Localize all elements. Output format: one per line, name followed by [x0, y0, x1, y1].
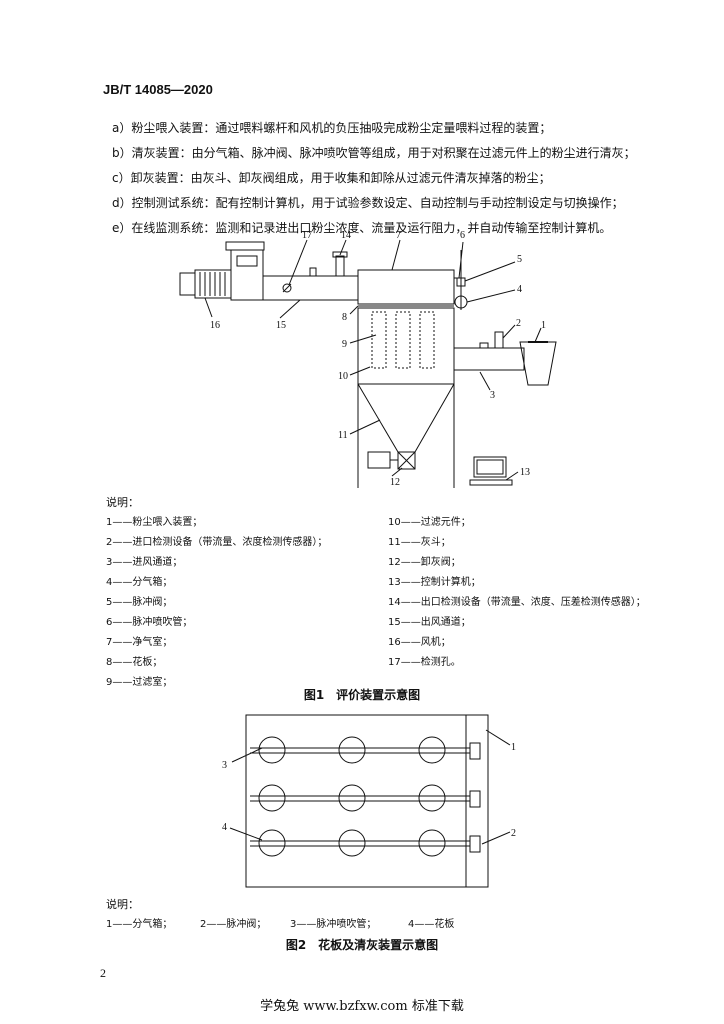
legend-item: 17——检测孔。 — [388, 657, 461, 668]
dust-feeder — [519, 341, 557, 386]
figure2-legend-title: 说明： — [106, 898, 139, 911]
pulse-valve — [469, 835, 481, 853]
valve-motor — [367, 451, 391, 469]
paragraph-b: b）清灰装置：由分气箱、脉冲阀、脉冲喷吹管等组成，用于对积聚在过滤元件上的粉尘进… — [112, 146, 636, 160]
legend-item: 5——脉冲阀； — [106, 597, 173, 608]
callout-7: 7 — [396, 230, 401, 241]
callout-2: 2 — [516, 318, 521, 329]
filter-hole — [338, 736, 366, 764]
page-number: 2 — [100, 966, 106, 980]
callout-12: 12 — [390, 477, 400, 488]
fig2-callout-2: 2 — [511, 828, 516, 839]
paragraph-e: e）在线监测系统：监测和记录进出口粉尘浓度、流量及运行阻力，并自动传输至控制计算… — [112, 221, 612, 235]
feeder-body — [230, 249, 264, 301]
filter-hole — [258, 784, 286, 812]
pulse-valve — [469, 790, 481, 808]
callout-4: 4 — [517, 284, 522, 295]
filter-chamber — [357, 307, 455, 385]
legend-item: 11——灰斗； — [388, 537, 451, 548]
feeder-cap — [225, 241, 265, 251]
figure1-legend-title: 说明： — [106, 496, 139, 509]
feeder-window — [236, 255, 258, 267]
inspection-hole — [282, 283, 292, 293]
hopper — [357, 383, 455, 453]
callout-5: 5 — [517, 254, 522, 265]
legend-item: 6——脉冲喷吹管； — [106, 617, 193, 628]
callout-8: 8 — [342, 312, 347, 323]
callout-14: 14 — [341, 230, 351, 241]
figure1-diagram: 17 14 7 6 5 4 2 1 3 8 9 10 11 12 13 15 1… — [179, 230, 557, 488]
standard-number: JB/T 14085—2020 — [103, 82, 213, 97]
filter-element — [419, 311, 435, 369]
pulse-valve — [469, 742, 481, 760]
callout-1: 1 — [541, 320, 546, 331]
figure1-legend-right: 10——过滤元件； 11——灰斗； 12——卸灰阀； 13——控制计算机； 14… — [388, 513, 646, 673]
callout-6: 6 — [460, 230, 465, 241]
filter-hole — [418, 829, 446, 857]
legend-item: 14——出口检测设备（带流量、浓度、压差检测传感器）； — [388, 597, 646, 608]
legend-item: 4——分气箱； — [106, 577, 173, 588]
filter-element — [371, 311, 387, 369]
filter-hole — [258, 829, 286, 857]
callout-10: 10 — [338, 371, 348, 382]
callout-3: 3 — [490, 390, 495, 401]
fig2-legend-item-3: 3——脉冲喷吹管； — [290, 919, 377, 930]
filter-hole — [338, 829, 366, 857]
filter-element — [395, 311, 411, 369]
legend-item: 7——净气室； — [106, 637, 173, 648]
figure1-caption: 图1 评价装置示意图 — [303, 688, 421, 702]
paragraph-d: d）控制测试系统：配有控制计算机，用于试验参数设定、自动控制与手动控制设定与切换… — [112, 196, 624, 210]
legend-item: 1——粉尘喂入装置； — [106, 517, 203, 528]
fig2-legend-item-2: 2——脉冲阀； — [200, 919, 267, 930]
legend-item: 13——控制计算机； — [388, 577, 481, 588]
callout-13: 13 — [520, 467, 530, 478]
fig2-callout-1: 1 — [511, 742, 516, 753]
callout-9: 9 — [342, 339, 347, 350]
callout-11: 11 — [338, 430, 348, 441]
callout-15: 15 — [276, 320, 286, 331]
fig2-callout-4: 4 — [222, 822, 227, 833]
filter-hole — [338, 784, 366, 812]
legend-item: 9——过滤室； — [106, 677, 173, 688]
footer-watermark: 学兔兔 www.bzfxw.com 标准下载 — [260, 999, 464, 1014]
paragraph-c: c）卸灰装置：由灰斗、卸灰阀组成，用于收集和卸除从过滤元件清灰掉落的粉尘； — [112, 171, 551, 185]
fan-motor — [179, 272, 196, 296]
paragraph-a: a）粉尘喂入装置：通过喂料螺杆和风机的负压抽吸完成粉尘定量喂料过程的装置； — [112, 121, 552, 135]
clean-gas-chamber — [357, 269, 455, 305]
control-computer — [473, 456, 507, 478]
filter-hole — [418, 736, 446, 764]
inlet-duct — [453, 347, 525, 371]
legend-item: 3——进风通道； — [106, 557, 183, 568]
outlet-duct — [262, 275, 359, 301]
pulse-valve — [456, 277, 466, 287]
outlet-detector — [335, 255, 345, 277]
legend-item: 2——进口检测设备（带流量、浓度检测传感器）； — [106, 537, 328, 548]
figure1-legend-left: 1——粉尘喂入装置； 2——进口检测设备（带流量、浓度检测传感器）； 3——进风… — [106, 513, 327, 693]
callout-16: 16 — [210, 320, 220, 331]
figure2-caption: 图2 花板及清灰装置示意图 — [285, 938, 439, 952]
legend-item: 8——花板； — [106, 657, 163, 668]
legend-item: 15——出风通道； — [388, 617, 471, 628]
legend-item: 16——风机； — [388, 637, 451, 648]
figure2-diagram: 3 4 1 2 — [222, 714, 516, 888]
filter-hole — [418, 784, 446, 812]
filter-hole — [258, 736, 286, 764]
fig2-legend-item-4: 4——花板 — [408, 919, 455, 930]
fig2-callout-3: 3 — [222, 760, 227, 771]
inlet-detector — [494, 331, 504, 349]
legend-item: 12——卸灰阀； — [388, 557, 461, 568]
fig2-legend-item-1: 1——分气箱； — [106, 919, 173, 930]
legend-item: 10——过滤元件； — [388, 517, 471, 528]
callout-17: 17 — [302, 230, 312, 241]
